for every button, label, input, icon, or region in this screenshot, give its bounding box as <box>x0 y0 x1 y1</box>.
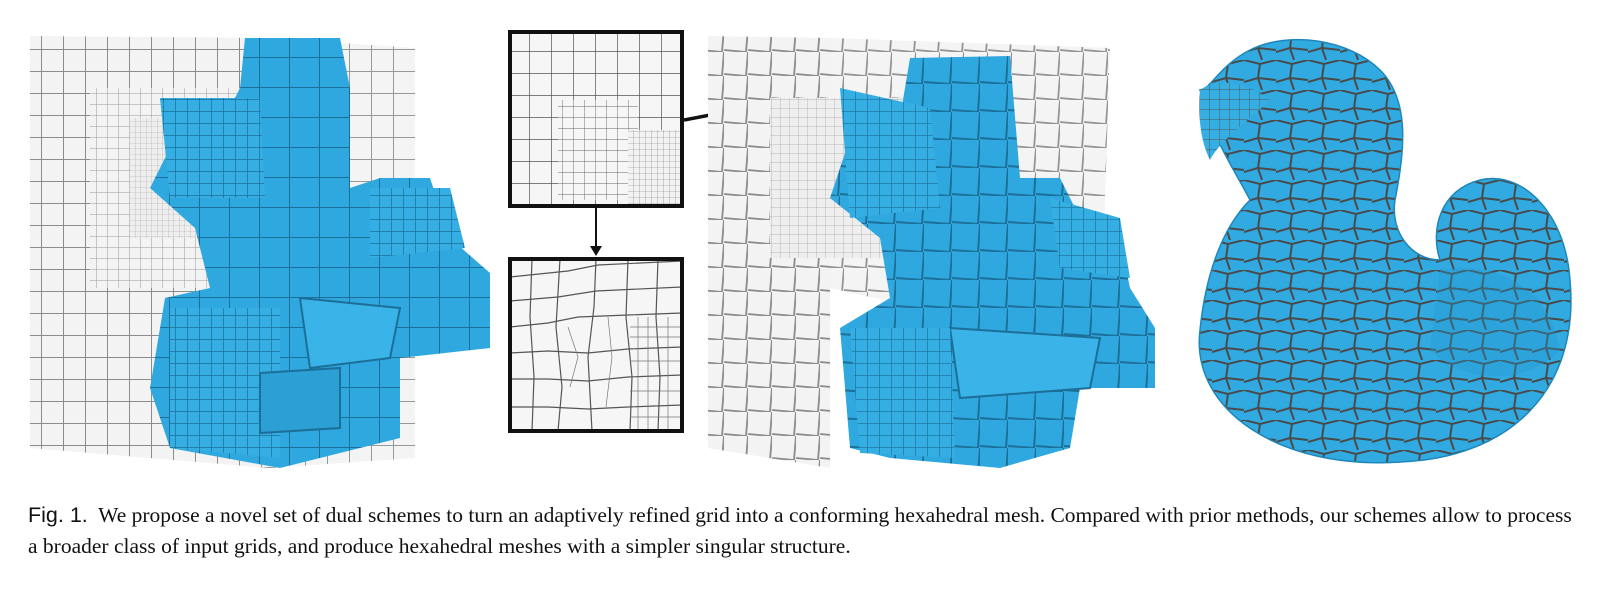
inset-adaptive-grid-closeup <box>508 30 684 208</box>
inset-dual-mesh-closeup <box>508 257 684 433</box>
figure-label: Fig. 1. <box>28 503 88 527</box>
figure-caption: Fig. 1. We propose a novel set of dual s… <box>28 500 1576 562</box>
adaptive-grid-render <box>20 28 500 476</box>
figure-caption-text: We propose a novel set of dual schemes t… <box>28 503 1572 558</box>
inset-arrow-down-icon <box>590 208 602 256</box>
hexahedral-mesh-render <box>700 28 1160 476</box>
duck-hex-mesh-render <box>1180 30 1590 470</box>
